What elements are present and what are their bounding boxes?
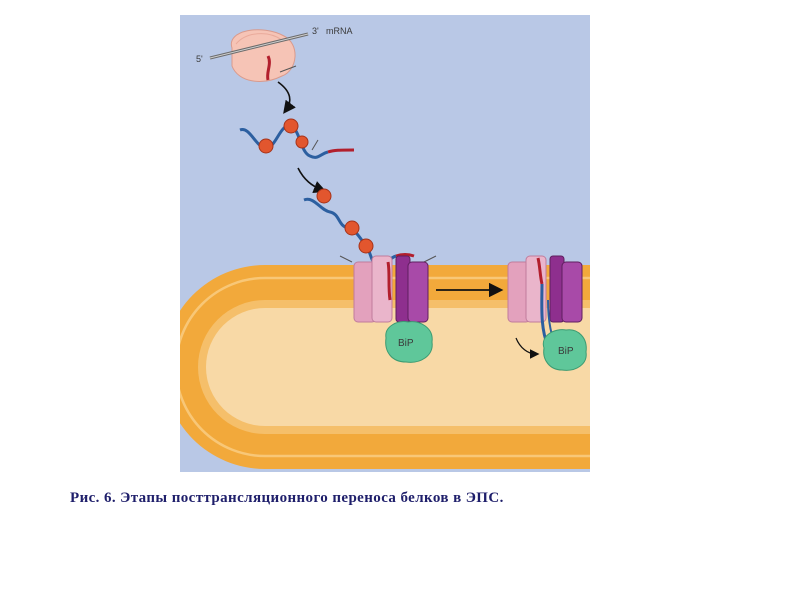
step-arrow-1: [277, 81, 296, 114]
bip-label-1: BiP: [398, 338, 414, 349]
step-arrow-2: [297, 167, 327, 193]
bip-binding-arrow: [515, 337, 540, 359]
bip-chaperone-2: [542, 329, 587, 371]
nascent-signal-sequence: [266, 55, 271, 81]
translocon-2: [507, 255, 583, 323]
er-lumen: [206, 308, 590, 426]
five-prime-label: 5': [196, 54, 203, 64]
ribosome: [230, 29, 296, 82]
bip-chaperone-1: [385, 321, 433, 363]
three-prime-label: 3': [312, 26, 319, 36]
er-membrane-inner-line: [180, 276, 590, 458]
mrna-label: mRNA: [326, 26, 353, 36]
figure-caption: Рис. 6. Этапы посттрансляционного перено…: [70, 490, 504, 506]
chaperone-cluster-1: [258, 118, 309, 154]
translocon-1: [353, 255, 429, 323]
chaperone-cluster-2: [316, 188, 374, 254]
bip-label-2: BiP: [558, 346, 574, 357]
